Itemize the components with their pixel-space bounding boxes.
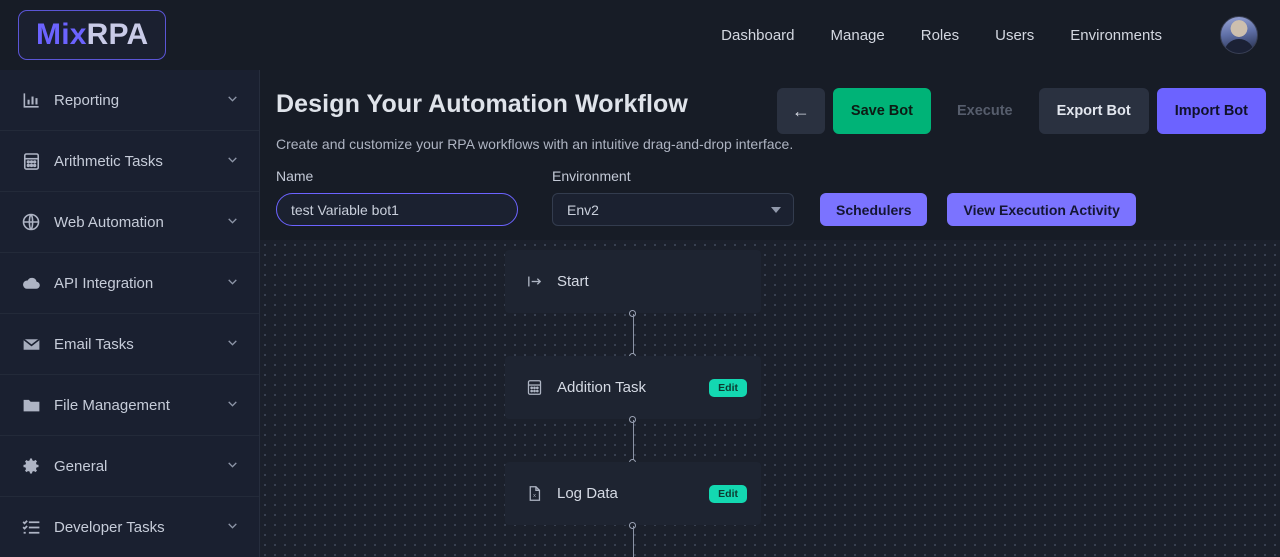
action-buttons: ← Save Bot Execute Export Bot Import Bot <box>776 88 1266 134</box>
sidebar-item-label: File Management <box>54 396 170 414</box>
sidebar-item-email-tasks[interactable]: Email Tasks <box>0 314 259 375</box>
chevron-down-icon <box>226 519 239 535</box>
sidebar-item-label: Arithmetic Tasks <box>54 152 163 170</box>
chevron-down-icon <box>771 206 781 213</box>
page-subtitle: Create and customize your RPA workflows … <box>276 136 794 152</box>
calculator-icon <box>523 379 545 396</box>
checklist-icon <box>18 514 44 540</box>
environment-selected-value: Env2 <box>567 201 599 218</box>
chevron-down-icon <box>226 153 239 169</box>
calculator-icon <box>18 148 44 174</box>
app-logo[interactable]: MixRPA <box>18 10 167 60</box>
bot-name-input[interactable] <box>276 193 518 226</box>
cloud-icon <box>18 270 44 296</box>
page-title: Design Your Automation Workflow <box>276 90 688 118</box>
sidebar-item-developer-tasks[interactable]: Developer Tasks <box>0 497 259 557</box>
name-field-group: Name <box>276 168 518 226</box>
node-edit-button[interactable]: Edit <box>709 378 747 397</box>
page-header: Design Your Automation Workflow Create a… <box>260 70 1280 152</box>
body-split: Reporting Arithmetic Tasks <box>0 70 1280 557</box>
export-bot-button[interactable]: Export Bot <box>1038 88 1149 134</box>
workflow-node-addition-task[interactable]: Addition Task Edit <box>505 356 761 419</box>
main-nav: Dashboard Manage Roles Users Environment… <box>721 16 1262 54</box>
connector-handle[interactable] <box>629 522 636 529</box>
node-label: Log Data <box>557 485 618 502</box>
sidebar-item-arithmetic-tasks[interactable]: Arithmetic Tasks <box>0 131 259 192</box>
chevron-down-icon <box>226 92 239 108</box>
sidebar-item-file-management[interactable]: File Management <box>0 375 259 436</box>
nav-item-environments[interactable]: Environments <box>1070 26 1162 44</box>
sidebar-item-label: Email Tasks <box>54 335 134 353</box>
logo-suffix: RPA <box>86 18 149 51</box>
chevron-down-icon <box>226 214 239 230</box>
sidebar-item-general[interactable]: General <box>0 436 259 497</box>
sidebar-item-api-integration[interactable]: API Integration <box>0 253 259 314</box>
schedulers-button[interactable]: Schedulers <box>820 193 928 226</box>
environment-select[interactable]: Env2 <box>552 193 794 226</box>
svg-text:x: x <box>533 493 536 499</box>
chevron-down-icon <box>226 336 239 352</box>
logo-prefix: Mix <box>36 18 87 51</box>
connector-line <box>633 526 634 557</box>
name-label: Name <box>276 168 314 184</box>
chevron-down-icon <box>226 458 239 474</box>
chevron-down-icon <box>226 275 239 291</box>
node-label: Start <box>557 273 589 290</box>
nav-item-users[interactable]: Users <box>995 26 1035 44</box>
connector-handle[interactable] <box>629 416 636 423</box>
import-bot-button[interactable]: Import Bot <box>1156 88 1266 134</box>
chevron-down-icon <box>226 397 239 413</box>
sidebar-item-label: API Integration <box>54 274 154 292</box>
execute-button: Execute <box>939 88 1031 134</box>
bot-form: Name Environment Env2 Schedulers View Ex… <box>260 152 1280 226</box>
top-bar: MixRPA Dashboard Manage Roles Users Envi… <box>0 0 1280 70</box>
nav-item-roles[interactable]: Roles <box>920 26 960 44</box>
gear-icon <box>18 453 44 479</box>
workflow-node-start[interactable]: Start <box>505 250 761 313</box>
avatar[interactable] <box>1220 16 1258 54</box>
sidebar: Reporting Arithmetic Tasks <box>0 70 260 557</box>
sidebar-item-label: Web Automation <box>54 213 164 231</box>
folder-icon <box>18 392 44 418</box>
globe-icon <box>18 209 44 235</box>
sidebar-item-label: General <box>54 457 108 475</box>
connector-handle[interactable] <box>629 310 636 317</box>
envelope-icon <box>18 331 44 357</box>
nav-item-dashboard[interactable]: Dashboard <box>721 26 795 44</box>
start-arrow-icon <box>523 273 545 290</box>
connector-line <box>633 420 634 462</box>
workflow-node-log-data[interactable]: x Log Data Edit <box>505 462 761 525</box>
view-execution-activity-button[interactable]: View Execution Activity <box>947 193 1136 226</box>
workflow-canvas[interactable]: Start Addition Task Edit <box>260 240 1280 557</box>
sidebar-item-web-automation[interactable]: Web Automation <box>0 192 259 253</box>
node-edit-button[interactable]: Edit <box>709 484 747 503</box>
sidebar-item-reporting[interactable]: Reporting <box>0 70 259 131</box>
bar-chart-icon <box>18 87 44 113</box>
sidebar-item-label: Reporting <box>54 91 120 109</box>
excel-file-icon: x <box>523 485 545 502</box>
environment-label: Environment <box>552 168 631 184</box>
save-bot-button[interactable]: Save Bot <box>832 88 931 134</box>
main-content: Design Your Automation Workflow Create a… <box>260 70 1280 557</box>
nav-item-manage[interactable]: Manage <box>830 26 885 44</box>
sidebar-item-label: Developer Tasks <box>54 518 165 536</box>
environment-field-group: Environment Env2 <box>552 168 794 226</box>
back-button[interactable]: ← <box>776 88 825 134</box>
connector-line <box>633 314 634 356</box>
node-label: Addition Task <box>557 379 646 396</box>
